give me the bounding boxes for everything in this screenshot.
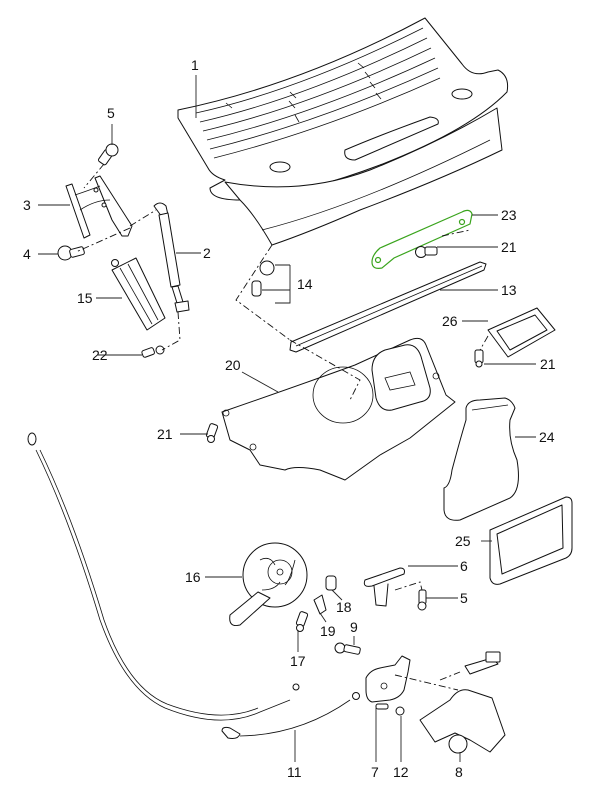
part-duct-seal[interactable] — [489, 496, 573, 585]
callout-7[interactable]: 7 — [371, 764, 379, 780]
callout-22[interactable]: 22 — [92, 347, 108, 363]
callout-21-panel[interactable]: 21 — [157, 426, 173, 442]
callout-4[interactable]: 4 — [23, 246, 31, 262]
callout-5-top[interactable]: 5 — [107, 105, 115, 121]
callout-18[interactable]: 18 — [336, 599, 352, 615]
part-duct-frame[interactable] — [487, 307, 556, 358]
part-grille-cover[interactable] — [177, 17, 509, 246]
leader-lines — [38, 75, 536, 762]
part-lock-actuator[interactable] — [419, 651, 506, 754]
part-gas-strut[interactable] — [153, 202, 190, 313]
callouts: 1 2 3 4 5 5 6 7 8 9 11 12 13 14 15 16 17… — [23, 57, 556, 780]
part-lock-bolt[interactable] — [334, 642, 361, 655]
callout-17[interactable]: 17 — [290, 653, 306, 669]
callout-24[interactable]: 24 — [539, 429, 555, 445]
callout-21-bracket[interactable]: 21 — [501, 239, 517, 255]
callout-21-frame[interactable]: 21 — [540, 356, 556, 372]
part-safety-cable[interactable] — [221, 692, 360, 739]
part-hinge-screw[interactable] — [97, 143, 119, 166]
part-release-cable[interactable] — [27, 432, 300, 721]
grille-light-slot — [344, 116, 439, 161]
callout-8[interactable]: 8 — [455, 764, 463, 780]
grille-hole-left — [269, 161, 291, 173]
callout-25[interactable]: 25 — [455, 533, 471, 549]
callout-5-lower[interactable]: 5 — [460, 590, 468, 606]
part-screw-frame[interactable] — [474, 349, 484, 368]
part-ball-stud[interactable] — [141, 345, 165, 358]
callout-12[interactable]: 12 — [393, 764, 409, 780]
part-bracket[interactable] — [363, 567, 405, 607]
callout-13[interactable]: 13 — [501, 282, 517, 298]
part-cover-panel[interactable] — [221, 337, 456, 481]
assembly-lines — [75, 163, 489, 691]
part-screw-bracket[interactable] — [415, 246, 438, 258]
part-lock[interactable] — [365, 655, 411, 710]
connector-plug — [485, 651, 501, 663]
callout-2[interactable]: 2 — [203, 245, 211, 261]
callout-16[interactable]: 16 — [185, 569, 201, 585]
part-hinge-cover[interactable] — [111, 257, 166, 331]
part-screw-panel[interactable] — [205, 423, 219, 443]
callout-6[interactable]: 6 — [460, 558, 468, 574]
callout-3[interactable]: 3 — [23, 197, 31, 213]
callout-23[interactable]: 23 — [501, 207, 517, 223]
callout-14[interactable]: 14 — [297, 276, 313, 292]
part-air-duct[interactable] — [443, 397, 519, 521]
grille-slots — [195, 27, 441, 159]
part-hinge-bolt[interactable] — [57, 245, 85, 261]
part-support-bracket[interactable] — [371, 209, 473, 269]
callout-20[interactable]: 20 — [225, 357, 241, 373]
grille-hole-right — [451, 88, 473, 100]
callout-15[interactable]: 15 — [77, 290, 93, 306]
callout-1[interactable]: 1 — [191, 57, 199, 73]
callout-19[interactable]: 19 — [320, 623, 336, 639]
part-fan[interactable] — [229, 542, 308, 626]
part-spacer-sleeve[interactable] — [313, 594, 327, 615]
part-bracket-screw[interactable] — [417, 589, 427, 611]
callout-11[interactable]: 11 — [287, 764, 302, 780]
part-fan-screw[interactable] — [295, 611, 309, 632]
part-clip[interactable] — [395, 706, 405, 716]
part-seal-strip[interactable] — [289, 261, 487, 353]
callout-26[interactable]: 26 — [442, 313, 458, 329]
part-nut-and-screw-set[interactable] — [251, 260, 275, 297]
part-grommet[interactable] — [325, 575, 337, 591]
part-hinge[interactable] — [65, 175, 133, 239]
callout-9[interactable]: 9 — [350, 619, 358, 635]
